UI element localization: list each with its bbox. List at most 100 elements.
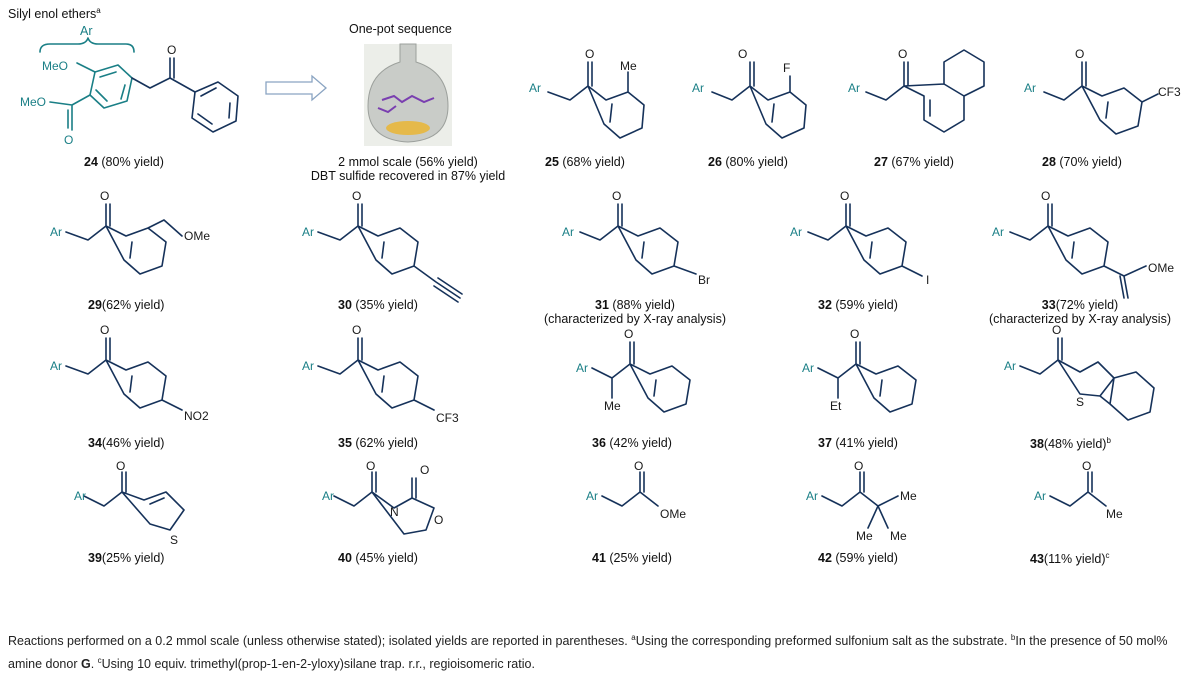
bracket-ar-label: Ar: [80, 24, 93, 38]
svg-text:S: S: [1076, 395, 1084, 409]
compound-33-structure: Ar OMe O: [992, 189, 1174, 299]
compound-24-structure: MeO MeO O O: [20, 37, 239, 147]
svg-text:O: O: [585, 47, 594, 61]
svg-text:O: O: [854, 459, 863, 473]
compound-27-structure: Ar O: [848, 47, 985, 133]
caption-30: 30 (35% yield): [338, 298, 418, 312]
svg-text:O: O: [898, 47, 907, 61]
svg-text:Ar: Ar: [1004, 359, 1016, 373]
section-heading: Silyl enol ethersa: [8, 6, 101, 22]
reaction-arrow: [265, 74, 327, 102]
svg-text:Ar: Ar: [529, 81, 541, 95]
caption-29: 29(62% yield): [88, 298, 165, 312]
compound-40-structure: Ar N O O O: [322, 459, 443, 535]
svg-text:Ar: Ar: [302, 225, 314, 239]
onepot-title: One-pot sequence: [349, 22, 452, 36]
svg-text:Me: Me: [1106, 507, 1123, 521]
compound-30-structure: Ar O: [302, 189, 463, 303]
svg-text:Ar: Ar: [576, 361, 588, 375]
svg-text:N: N: [390, 505, 399, 519]
caption-41: 41 (25% yield): [592, 551, 672, 565]
svg-text:NO2: NO2: [184, 409, 209, 423]
compound-43-structure: Ar Me O: [1034, 459, 1123, 521]
ketone-o-label: O: [167, 43, 176, 57]
ester-o-label: O: [64, 133, 73, 147]
svg-text:S: S: [170, 533, 178, 547]
svg-text:O: O: [634, 459, 643, 473]
compound-41-structure: Ar OMe O: [586, 459, 686, 521]
svg-text:Ar: Ar: [802, 361, 814, 375]
compound-32-structure: Ar I O: [790, 189, 929, 287]
caption-28: 28 (70% yield): [1042, 155, 1122, 169]
svg-text:OMe: OMe: [660, 507, 686, 521]
svg-text:Me: Me: [900, 489, 917, 503]
svg-text:Ar: Ar: [562, 225, 574, 239]
caption-36: 36 (42% yield): [592, 436, 672, 450]
svg-text:I: I: [926, 273, 929, 287]
svg-text:Ar: Ar: [586, 489, 598, 503]
svg-text:OMe: OMe: [184, 229, 210, 243]
compound-38-structure: Ar S O: [1004, 323, 1155, 421]
svg-text:Me: Me: [620, 59, 637, 73]
svg-text:Ar: Ar: [992, 225, 1004, 239]
svg-text:O: O: [100, 189, 109, 203]
svg-text:CF3: CF3: [436, 411, 459, 425]
svg-text:Me: Me: [890, 529, 907, 543]
svg-text:Ar: Ar: [1034, 489, 1046, 503]
svg-text:Ar: Ar: [50, 225, 62, 239]
svg-text:Ar: Ar: [790, 225, 802, 239]
caption-42: 42 (59% yield): [818, 551, 898, 565]
svg-text:O: O: [100, 323, 109, 337]
svg-text:CF3: CF3: [1158, 85, 1181, 99]
svg-text:O: O: [1041, 189, 1050, 203]
caption-43: 43(11% yield)c: [1030, 551, 1110, 567]
meo-label: MeO: [42, 59, 68, 73]
svg-text:Ar: Ar: [806, 489, 818, 503]
aryl-ring: [89, 64, 133, 109]
compound-26-structure: Ar F O: [692, 47, 807, 139]
svg-text:Br: Br: [698, 273, 710, 287]
svg-text:Me: Me: [604, 399, 621, 413]
svg-text:O: O: [738, 47, 747, 61]
svg-text:F: F: [783, 61, 790, 75]
svg-text:Me: Me: [856, 529, 873, 543]
compound-31-structure: Ar Br O: [562, 189, 710, 287]
caption-27: 27 (67% yield): [874, 155, 954, 169]
caption-32: 32 (59% yield): [818, 298, 898, 312]
svg-text:O: O: [352, 323, 361, 337]
svg-text:Ar: Ar: [692, 81, 704, 95]
svg-text:Ar: Ar: [322, 489, 334, 503]
svg-text:OMe: OMe: [1148, 261, 1174, 275]
compound-42-structure: Ar Me Me Me O: [806, 459, 917, 543]
svg-text:O: O: [1075, 47, 1084, 61]
caption-25: 25 (68% yield): [545, 155, 625, 169]
compound-35-structure: Ar CF3 O: [302, 323, 459, 425]
compound-34-structure: Ar NO2 O: [50, 323, 209, 423]
caption-24: 24 (80% yield): [84, 155, 164, 169]
caption-40: 40 (45% yield): [338, 551, 418, 565]
caption-33: 33(72% yield)(characterized by X-ray ana…: [988, 298, 1171, 326]
svg-text:O: O: [434, 513, 443, 527]
flask-photo: [364, 43, 452, 146]
compound-25-structure: Ar Me O: [529, 47, 645, 139]
svg-text:O: O: [612, 189, 621, 203]
svg-text:O: O: [624, 327, 633, 341]
svg-text:O: O: [1052, 323, 1061, 337]
svg-text:Ar: Ar: [50, 359, 62, 373]
caption-37: 37 (41% yield): [818, 436, 898, 450]
caption-26: 26 (80% yield): [708, 155, 788, 169]
reaction-scheme: MeO MeO O O Ar Me O Ar F O Ar O Ar CF3 O: [20, 37, 1181, 547]
compound-36-structure: Ar Me O: [576, 327, 691, 413]
svg-text:Ar: Ar: [1024, 81, 1036, 95]
caption-38: 38(48% yield)b: [1030, 436, 1111, 452]
svg-text:O: O: [352, 189, 361, 203]
compound-29-structure: Ar OMe O: [50, 189, 210, 275]
svg-text:O: O: [840, 189, 849, 203]
compound-28-structure: Ar CF3 O: [1024, 47, 1181, 135]
ar-bracket: [39, 37, 135, 53]
svg-text:O: O: [850, 327, 859, 341]
svg-text:O: O: [116, 459, 125, 473]
svg-text:Ar: Ar: [302, 359, 314, 373]
figure-footnote: Reactions performed on a 0.2 mmol scale …: [8, 633, 1168, 672]
svg-text:Et: Et: [830, 399, 842, 413]
